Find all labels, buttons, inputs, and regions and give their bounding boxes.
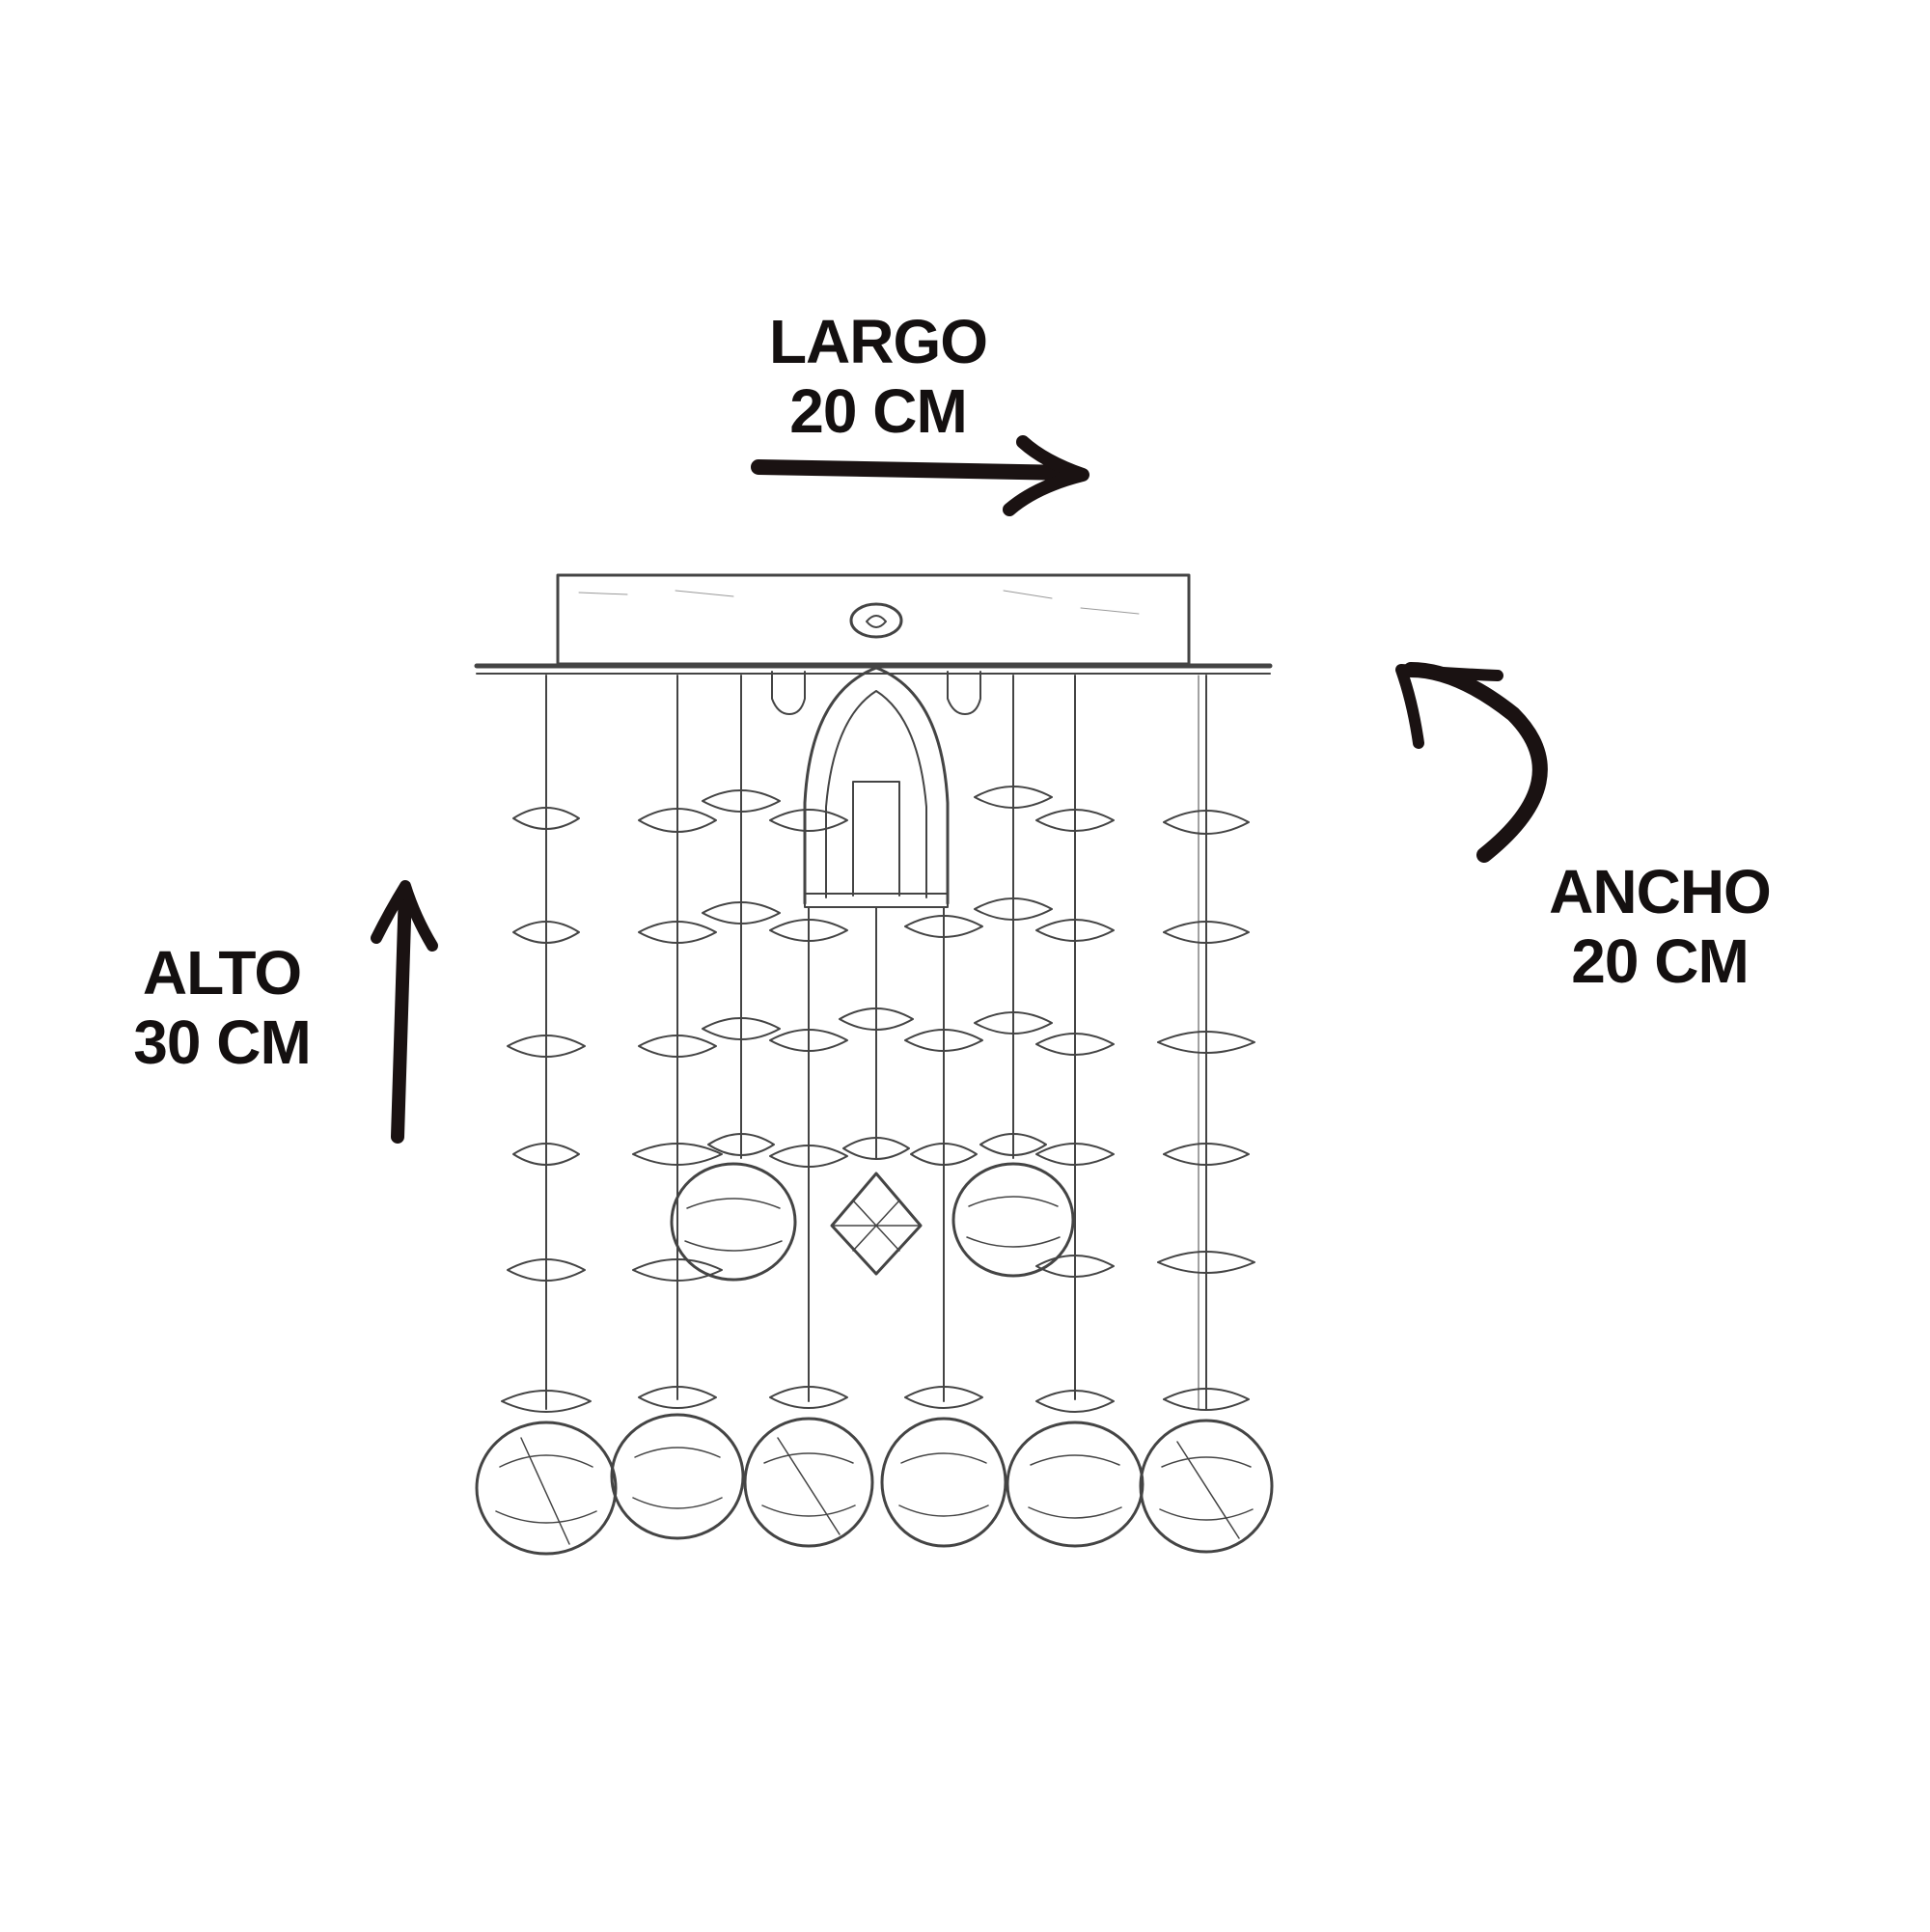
height-arrow-icon bbox=[371, 880, 438, 1144]
chandelier-drawing bbox=[474, 573, 1274, 1556]
length-arrow-icon bbox=[751, 435, 1089, 516]
crystal-strand bbox=[830, 906, 923, 1276]
width-arrow-icon bbox=[1395, 662, 1548, 863]
length-name: LARGO bbox=[768, 307, 988, 376]
height-value: 30 CM bbox=[133, 1007, 312, 1077]
height-label: ALTO 30 CM bbox=[106, 938, 338, 1077]
crystal-strand bbox=[1006, 675, 1144, 1548]
length-label: LARGO 20 CM bbox=[733, 307, 1023, 446]
bulb-holder bbox=[771, 666, 981, 908]
width-name: ANCHO bbox=[1549, 857, 1772, 926]
width-value: 20 CM bbox=[1571, 926, 1750, 996]
crystal-strand bbox=[743, 809, 874, 1548]
crystal-strand bbox=[951, 675, 1075, 1278]
length-value: 20 CM bbox=[789, 376, 968, 446]
height-name: ALTO bbox=[142, 938, 302, 1007]
crystal-strand bbox=[880, 906, 1007, 1548]
crystal-strand bbox=[670, 675, 797, 1282]
ceiling-plate bbox=[474, 573, 1273, 675]
crystal-strand bbox=[475, 675, 618, 1556]
width-label: ANCHO 20 CM bbox=[1505, 857, 1814, 996]
crystal-strand bbox=[1139, 675, 1274, 1554]
crystal-strands bbox=[475, 675, 1274, 1556]
crystal-strand bbox=[610, 675, 745, 1540]
